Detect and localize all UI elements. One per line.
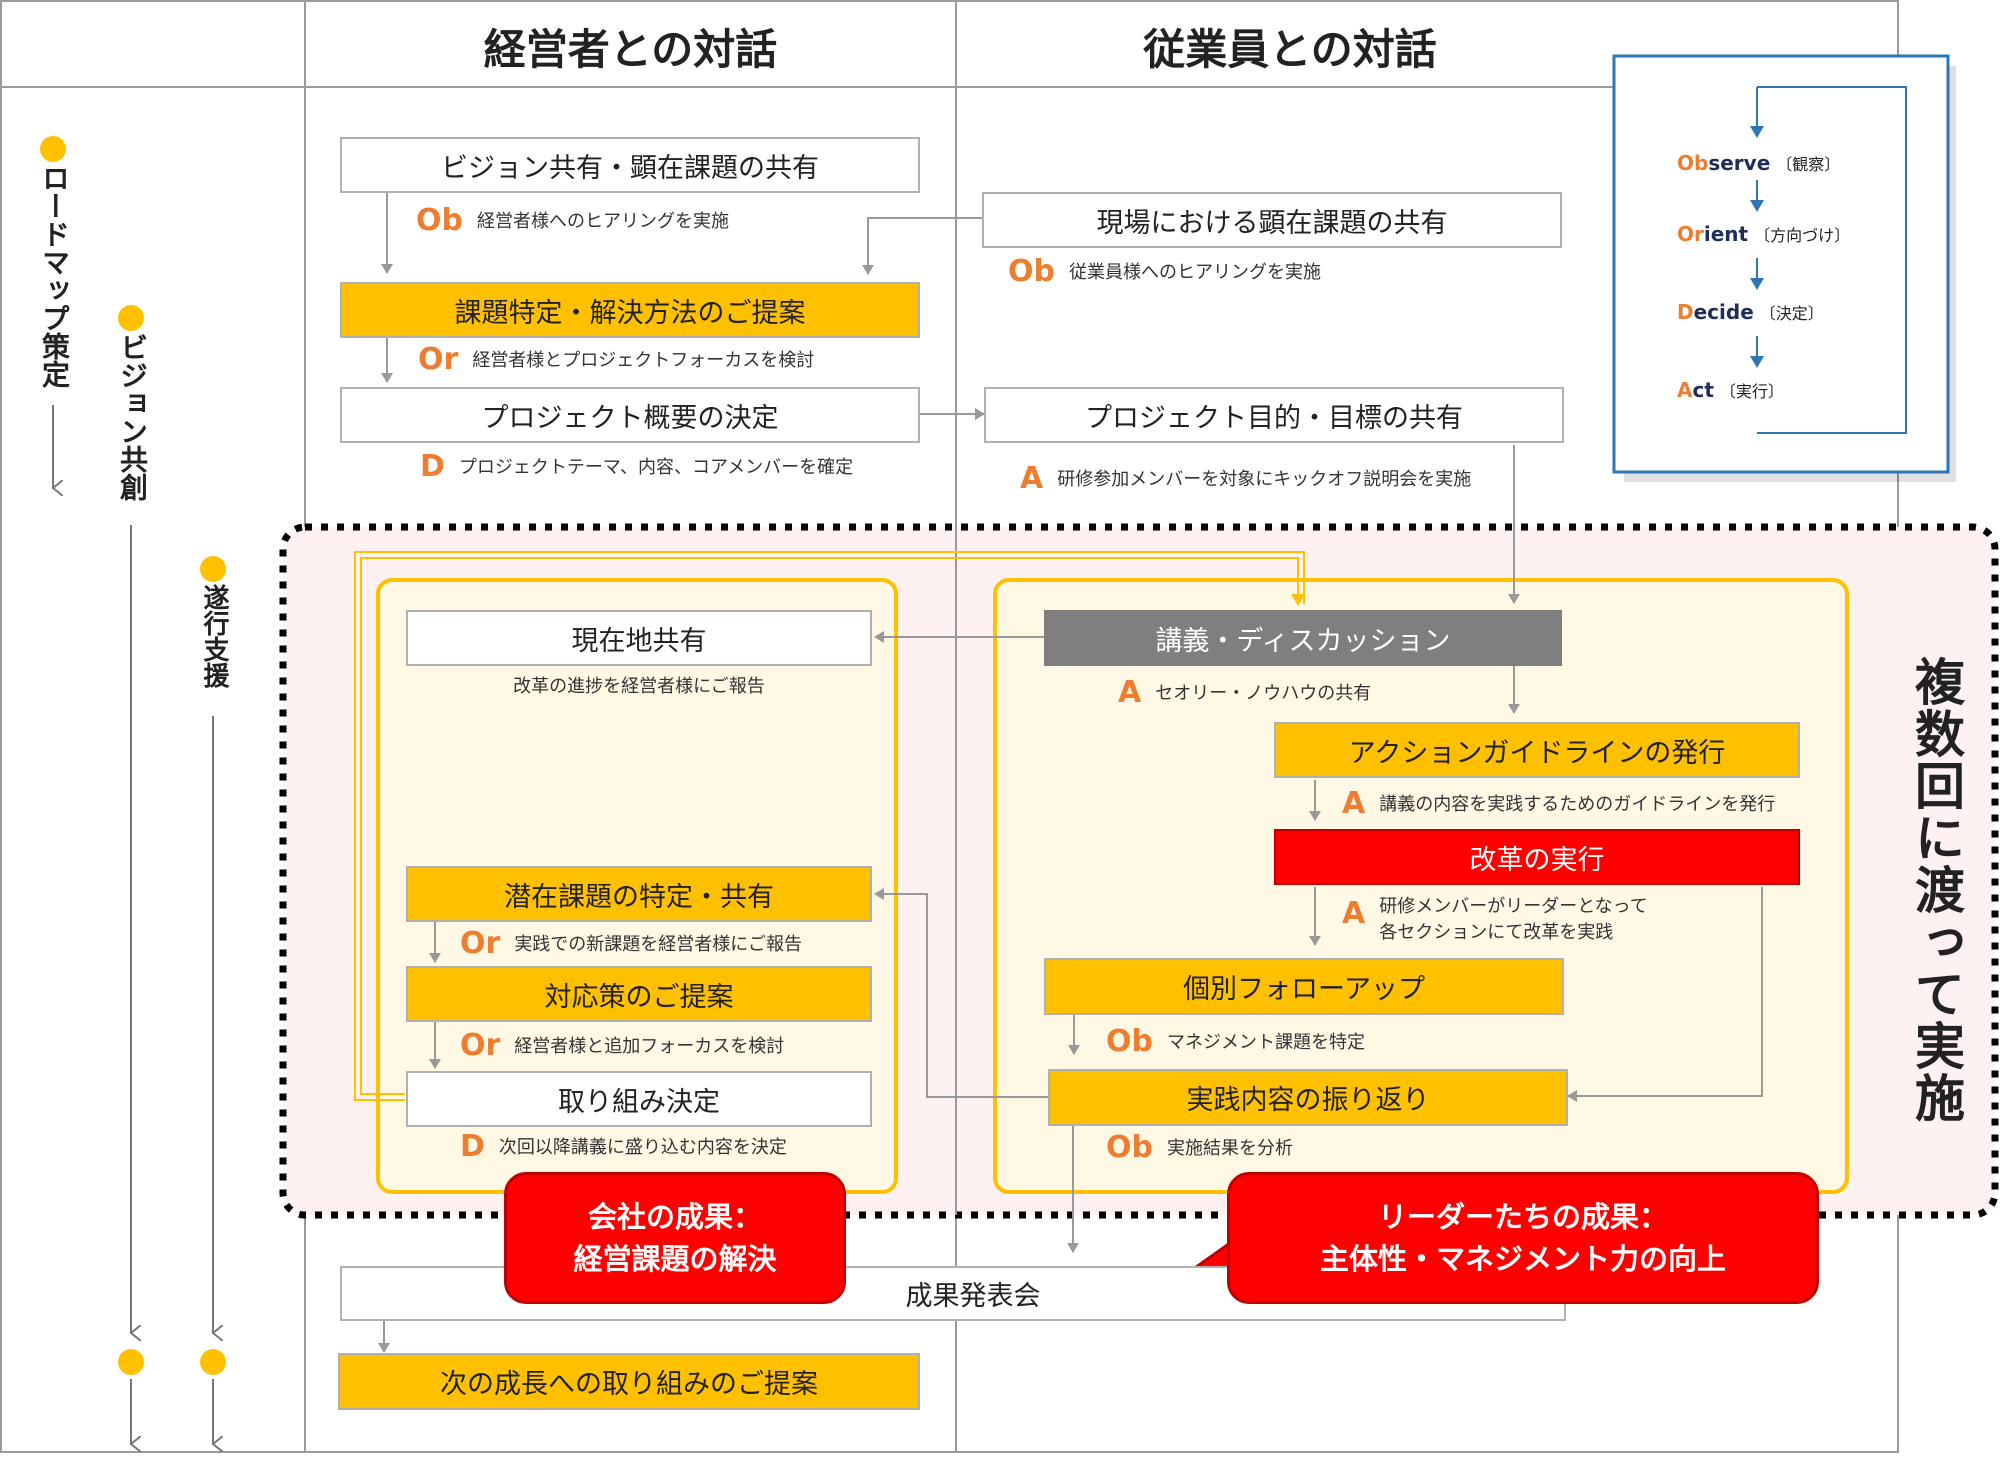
- ooda-observe-jp: 〔観察〕: [1776, 155, 1841, 174]
- company-outcome-line2: 経営課題の解決: [573, 1242, 777, 1276]
- column-header-employee: 従業員との対話: [1143, 25, 1437, 74]
- reform-note: A 研修メンバーがリーダーとなって各セクションにて改革を実践: [1342, 894, 1648, 946]
- vision-share-note-text: 経営者様へのヒアリングを実施: [476, 211, 729, 232]
- lecture-note-text: セオリー・ノウハウの共有: [1155, 683, 1372, 704]
- guideline-note: A 講義の内容を実践するためのガイドラインを発行: [1342, 783, 1775, 823]
- act-tag: A: [1020, 460, 1044, 496]
- observe-tag: Ob: [1008, 253, 1055, 289]
- ooda-act-key: A: [1677, 378, 1693, 402]
- review-box: 実践内容の振り返り: [1048, 1069, 1568, 1126]
- lecture-note: A セオリー・ノウハウの共有: [1118, 672, 1371, 712]
- project-decision-box: プロジェクト概要の決定: [340, 387, 920, 443]
- project-goal-note-text: 研修参加メンバーを対象にキックオフ説明会を実施: [1057, 469, 1472, 490]
- presentation-label: 成果発表会: [905, 1281, 1041, 1312]
- vision-dot-icon: [118, 305, 144, 331]
- support-dot-icon: [200, 556, 226, 582]
- current-status-note: 改革の進捗を経営者様にご報告: [513, 676, 765, 697]
- phase-support: 遂行支援: [199, 584, 229, 688]
- field-issue-note: Ob 従業員様へのヒアリングを実施: [1008, 251, 1321, 291]
- reform-note-line1: 研修メンバーがリーダーとなって: [1379, 896, 1648, 917]
- ooda-act: Act 〔実行〕: [1677, 378, 1784, 402]
- review-note: Ob 実施結果を分析: [1106, 1127, 1293, 1167]
- ooda-decide: Decide 〔決定〕: [1677, 300, 1824, 324]
- issue-proposal-note-text: 経営者様とプロジェクトフォーカスを検討: [472, 350, 815, 371]
- support-end-dot-icon: [200, 1349, 226, 1375]
- project-goal-box: プロジェクト目的・目標の共有: [984, 387, 1564, 443]
- guideline-note-text: 講義の内容を実践するためのガイドラインを発行: [1379, 794, 1776, 815]
- orient-tag: Or: [460, 1027, 501, 1063]
- roadmap-dot-icon: [40, 136, 66, 162]
- ooda-orient-jp: 〔方向づけ〕: [1754, 226, 1851, 245]
- lecture-box: 講義・ディスカッション: [1044, 610, 1562, 666]
- leaders-outcome-line2: 主体性・マネジメント力の向上: [1319, 1242, 1726, 1276]
- latent-issue-note-text: 実践での新課題を経営者様にご報告: [514, 934, 802, 955]
- project-decision-note: D プロジェクトテーマ、内容、コアメンバーを確定: [420, 446, 853, 486]
- phase-roadmap: ロードマップ策定: [38, 164, 71, 388]
- project-goal-note: A 研修参加メンバーを対象にキックオフ説明会を実施: [1020, 458, 1471, 498]
- countermeasure-note: Or 経営者様と追加フォーカスを検討: [460, 1025, 784, 1065]
- company-outcome-callout: 会社の成果： 経営課題の解決: [504, 1172, 846, 1304]
- act-tag: A: [1342, 896, 1366, 931]
- decide-tag: D: [460, 1128, 485, 1164]
- vision-share-note: Ob 経営者様へのヒアリングを実施: [416, 200, 729, 240]
- current-status-box: 現在地共有: [406, 610, 872, 666]
- field-issue-box: 現場における顕在課題の共有: [982, 192, 1562, 248]
- countermeasure-note-text: 経営者様と追加フォーカスを検討: [514, 1036, 785, 1057]
- reform-note-line2: 各セクションにて改革を実践: [1379, 922, 1614, 943]
- observe-tag: Ob: [416, 202, 463, 238]
- follow-up-note-text: マネジメント課題を特定: [1166, 1032, 1365, 1053]
- action-decision-note-text: 次回以降講義に盛り込む内容を決定: [498, 1137, 787, 1158]
- ooda-observe-rest: serve: [1708, 151, 1771, 175]
- repeat-label: 複数回に渡って実施: [1907, 656, 1965, 1124]
- observe-tag: Ob: [1106, 1023, 1153, 1059]
- ooda-decide-jp: 〔決定〕: [1759, 304, 1824, 323]
- act-tag: A: [1342, 785, 1366, 821]
- orient-tag: Or: [418, 341, 459, 377]
- orient-tag: Or: [460, 925, 501, 961]
- review-note-text: 実施結果を分析: [1166, 1138, 1293, 1159]
- leaders-outcome-callout: リーダーたちの成果： 主体性・マネジメント力の向上: [1227, 1172, 1819, 1304]
- latent-issue-box: 潜在課題の特定・共有: [406, 866, 872, 922]
- issue-proposal-box: 課題特定・解決方法のご提案: [340, 282, 920, 338]
- ooda-act-rest: ct: [1692, 378, 1714, 402]
- next-proposal-box: 次の成長への取り組みのご提案: [338, 1353, 920, 1410]
- ooda-orient-rest: ient: [1703, 222, 1749, 246]
- ooda-act-jp: 〔実行〕: [1719, 382, 1784, 401]
- guideline-box: アクションガイドラインの発行: [1274, 722, 1800, 778]
- ooda-orient: Orient 〔方向づけ〕: [1677, 222, 1850, 246]
- action-decision-box: 取り組み決定: [406, 1071, 872, 1127]
- follow-up-box: 個別フォローアップ: [1044, 958, 1564, 1015]
- observe-tag: Ob: [1106, 1129, 1153, 1165]
- vision-share-box: ビジョン共有・顕在課題の共有: [340, 137, 920, 193]
- project-decision-note-text: プロジェクトテーマ、内容、コアメンバーを確定: [458, 457, 854, 478]
- reform-box: 改革の実行: [1274, 829, 1800, 885]
- company-outcome-line1: 会社の成果：: [587, 1199, 762, 1234]
- latent-issue-note: Or 実践での新課題を経営者様にご報告: [460, 923, 802, 963]
- ooda-observe: Observe 〔観察〕: [1677, 151, 1840, 175]
- ooda-decide-key: D: [1677, 300, 1694, 324]
- ooda-decide-rest: ecide: [1693, 300, 1754, 324]
- phase-vision: ビジョン共創: [116, 333, 149, 501]
- ooda-observe-key: Ob: [1677, 151, 1709, 175]
- vision-end-dot-icon: [118, 1349, 144, 1375]
- countermeasure-box: 対応策のご提案: [406, 966, 872, 1022]
- decide-tag: D: [420, 448, 445, 484]
- leaders-outcome-line1: リーダーたちの成果：: [1377, 1199, 1668, 1234]
- ooda-orient-key: Or: [1677, 222, 1704, 246]
- follow-up-note: Ob マネジメント課題を特定: [1106, 1021, 1365, 1061]
- reform-note-lines: 研修メンバーがリーダーとなって各セクションにて改革を実践: [1379, 894, 1648, 946]
- action-decision-note: D 次回以降講義に盛り込む内容を決定: [460, 1126, 787, 1166]
- column-header-executive: 経営者との対話: [483, 25, 778, 74]
- field-issue-note-text: 従業員様へのヒアリングを実施: [1068, 262, 1321, 283]
- issue-proposal-note: Or 経営者様とプロジェクトフォーカスを検討: [418, 339, 814, 379]
- act-tag: A: [1118, 674, 1142, 710]
